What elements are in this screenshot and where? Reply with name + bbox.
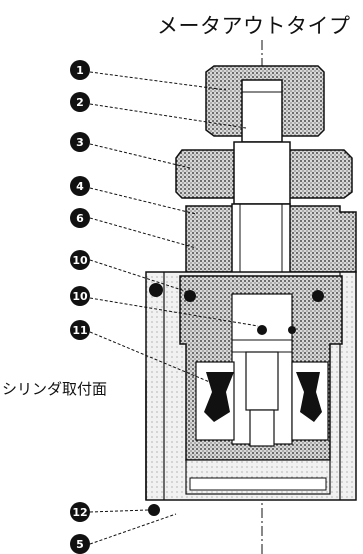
svg-text:6: 6 (76, 212, 84, 225)
o-ring-left (184, 290, 196, 302)
o-ring-right (312, 290, 324, 302)
callout-10b: 10 (70, 286, 90, 306)
callout-1: 1 (70, 60, 90, 80)
callout-10a: 10 (70, 250, 90, 270)
svg-text:4: 4 (76, 180, 84, 193)
svg-text:12: 12 (72, 506, 87, 519)
callout-4: 4 (70, 176, 90, 196)
svg-text:11: 11 (72, 324, 87, 337)
o-ring-left-top (149, 283, 163, 297)
u-packing-seal-right (296, 372, 322, 422)
callout-3: 3 (70, 132, 90, 152)
needle-shaft (241, 79, 283, 143)
callout-6: 6 (70, 208, 90, 228)
callout-2: 2 (70, 92, 90, 112)
svg-text:10: 10 (72, 290, 88, 303)
u-packing-seal-left (204, 372, 234, 422)
diagram-title: メータアウトタイプ (157, 14, 351, 38)
callout-12: 12 (70, 502, 90, 522)
svg-text:10: 10 (72, 254, 88, 267)
cylinder-mount-face-label: シリンダ取付面 (2, 380, 108, 398)
callout-5: 5 (70, 534, 90, 554)
svg-text:2: 2 (76, 96, 84, 109)
gasket-bottom (148, 504, 160, 516)
svg-text:5: 5 (76, 538, 84, 551)
o-ring-center (257, 325, 267, 335)
o-ring-shaft (288, 326, 296, 334)
svg-text:3: 3 (76, 136, 84, 149)
callout-11: 11 (70, 320, 90, 340)
svg-text:1: 1 (76, 64, 84, 77)
